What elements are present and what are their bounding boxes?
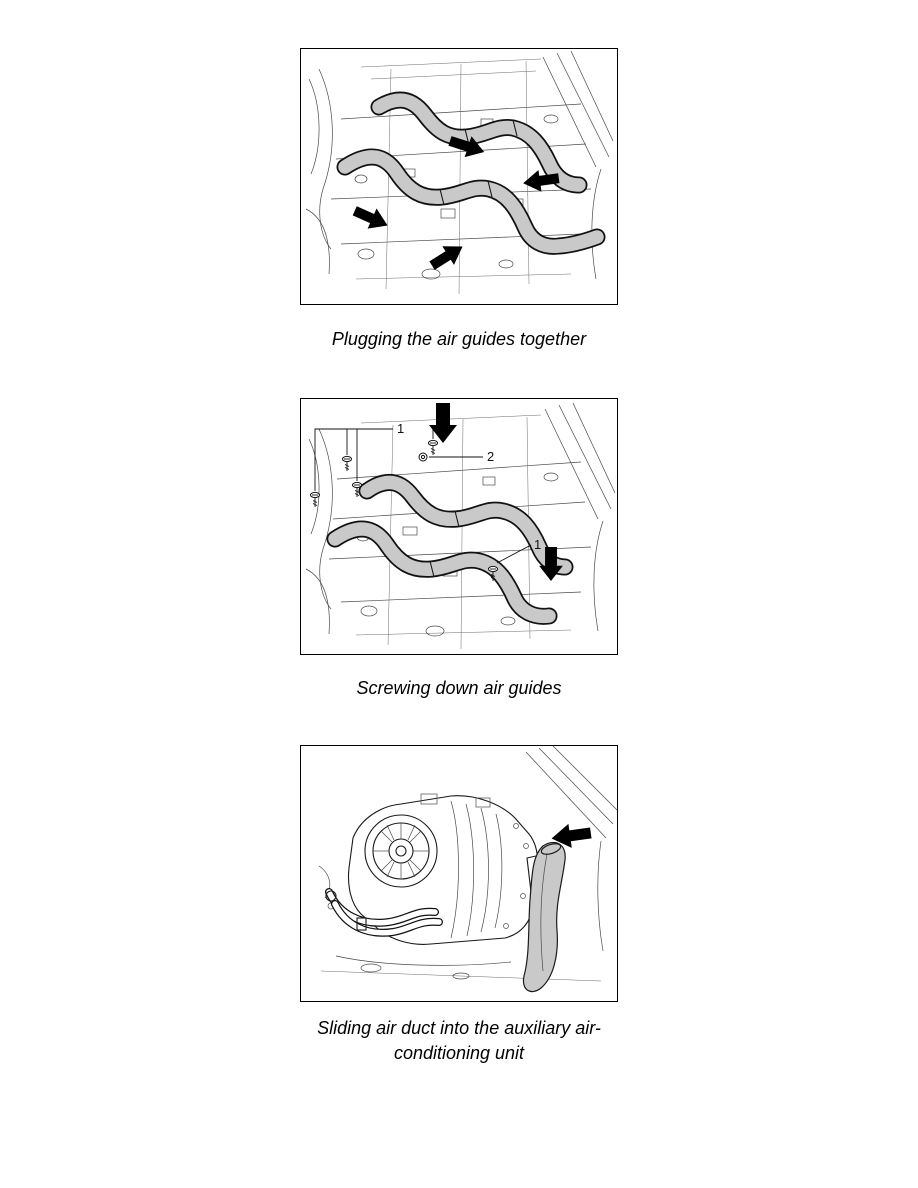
arrow-right-icon — [448, 136, 485, 158]
arrow-left-icon — [523, 169, 560, 192]
arrow-left-icon — [551, 823, 592, 848]
figure1-caption: Plugging the air guides together — [331, 329, 587, 349]
figure2-caption: Screwing down air guides — [356, 678, 562, 698]
screw-direction-arrows — [429, 403, 563, 581]
plug-direction-arrows — [352, 136, 560, 270]
screw-icon — [310, 491, 320, 507]
callout-label-1-right: 1 — [534, 537, 541, 552]
air-duct-piece — [522, 841, 566, 993]
figure3-caption: Sliding air duct into the auxiliary air-… — [249, 1016, 669, 1066]
figure3-caption-line1: Sliding air duct into the auxiliary air- — [317, 1018, 601, 1038]
figure3-illustration — [318, 746, 617, 993]
mounting-screws — [310, 439, 498, 581]
callout-label-2: 2 — [487, 449, 494, 464]
callout-labels: 1 2 1 — [397, 421, 541, 552]
callout-leaders — [314, 428, 532, 564]
blower-fan — [364, 814, 438, 888]
arrow-down-icon — [429, 403, 457, 443]
screw-icon — [488, 565, 498, 581]
air-guide-duct-lower — [336, 148, 606, 255]
air-guide-duct-upper — [358, 474, 574, 576]
screw-icon — [428, 439, 438, 455]
figure2-illustration: 1 2 1 — [305, 402, 616, 650]
figure-sliding-air-duct — [300, 745, 618, 1002]
refrigerant-hoses — [325, 888, 443, 937]
air-guide-duct-lower — [326, 520, 558, 625]
callout-label-1: 1 — [397, 421, 404, 436]
air-guide-duct-upper — [370, 91, 588, 194]
figure-screwing-down-air-guides: 1 2 1 — [300, 398, 618, 655]
arrow-down-icon — [539, 547, 563, 581]
body-structure-linework — [318, 746, 617, 982]
arrow-right-down-icon — [352, 206, 388, 229]
screw-icon — [342, 455, 352, 471]
figure-plugging-air-guides — [300, 48, 618, 305]
arrow-up-right-icon — [429, 246, 463, 270]
screw-icon — [352, 481, 362, 497]
figure1-illustration — [305, 50, 614, 295]
figure3-caption-line2: conditioning unit — [393, 1043, 525, 1063]
washer-icon — [418, 452, 428, 462]
